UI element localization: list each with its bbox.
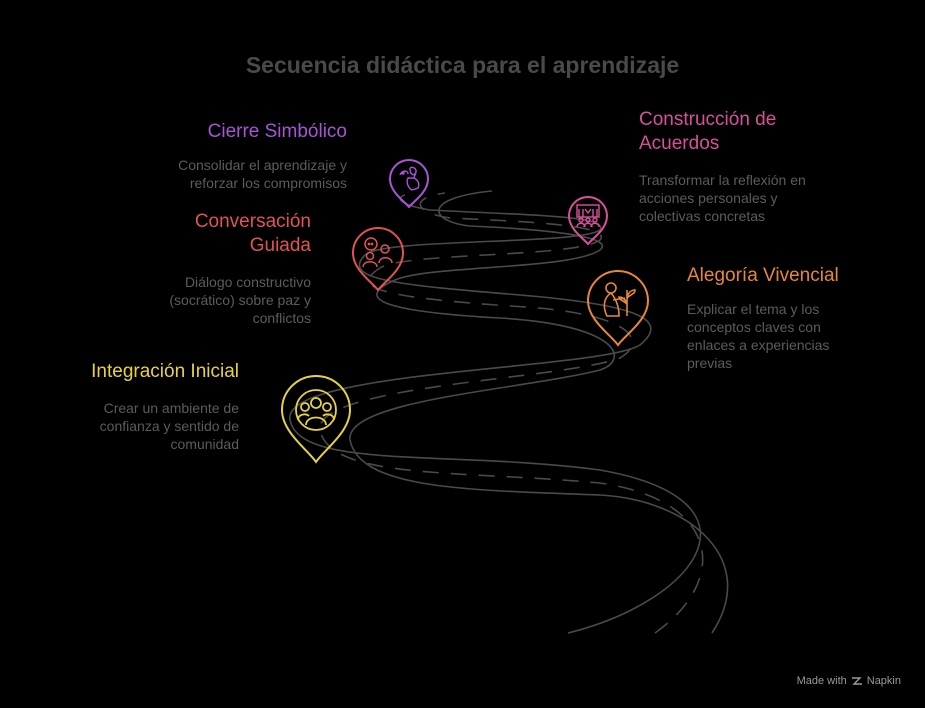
road-center-line (319, 192, 704, 634)
step-description-conversacion-guiada: Diálogo constructivo (socrático) sobre p… (169, 274, 311, 326)
road-edge-inner (349, 190, 729, 634)
person-with-plant-icon (603, 282, 636, 317)
marker-conversacion-guiada (351, 227, 405, 292)
community-icon (295, 389, 337, 431)
step-description-cierre-simbolico: Consolidar el aprendizaje y reforzar los… (178, 157, 347, 191)
page-title: Secuencia didáctica para el aprendizaje (245, 52, 680, 78)
credit-label: Made with (796, 675, 847, 687)
marker-cierre-simbolico (388, 159, 430, 209)
made-with-credit: Made with Napkin (797, 675, 901, 687)
step-heading-conversacion-guiada: Conversación Guiada (194, 211, 311, 256)
marker-integracion-inicial (280, 375, 352, 464)
step-description-integracion-inicial: Crear un ambiente de confianza y sentido… (99, 400, 239, 452)
marker-alegoria-vivencial (586, 270, 650, 347)
credit-brand: Napkin (866, 675, 901, 687)
conversation-people-icon (362, 237, 393, 268)
group-agreement-icon (576, 204, 600, 228)
step-heading-cierre-simbolico: Cierre Simbólico (207, 121, 347, 142)
symbolic-gesture-icon (399, 166, 420, 191)
marker-construccion-acuerdos (567, 196, 609, 246)
napkin-logo-icon (851, 677, 862, 685)
step-heading-construccion-acuerdos: Construcción de Acuerdos (639, 109, 777, 154)
step-heading-integracion-inicial: Integración Inicial (91, 361, 239, 382)
step-description-alegoria-vivencial: Explicar el tema y los conceptos claves … (687, 301, 830, 371)
step-description-construccion-acuerdos: Transformar la reflexión en acciones per… (639, 172, 806, 224)
step-heading-alegoria-vivencial: Alegoría Vivencial (687, 265, 839, 286)
